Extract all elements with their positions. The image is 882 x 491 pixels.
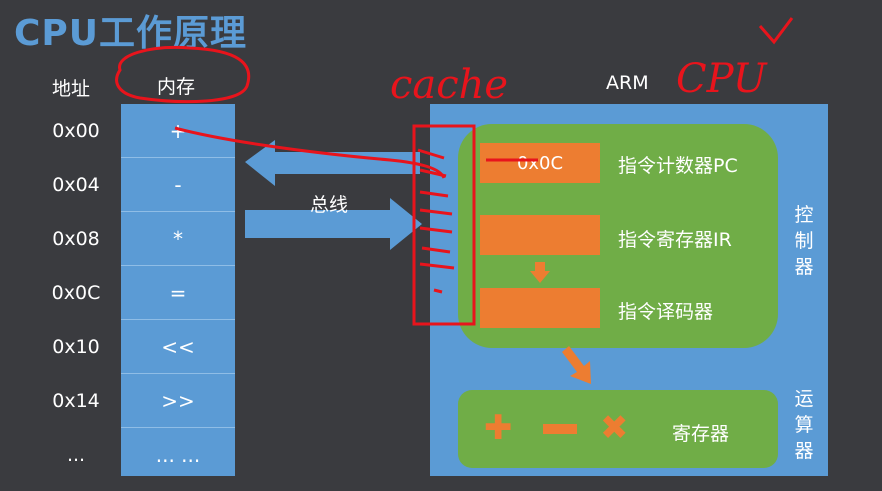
memory-cell: - xyxy=(121,158,235,212)
pc-register-label: 指令计数器PC xyxy=(618,155,738,177)
address-label: 0x10 xyxy=(52,336,100,358)
cache-annotation: cache xyxy=(390,62,509,108)
alu-label: 运算器 xyxy=(794,388,814,462)
memory-cell: = xyxy=(121,266,235,320)
alu-block xyxy=(458,390,778,468)
memory-cell: + xyxy=(121,104,235,158)
ir-register xyxy=(480,215,600,255)
down-arrow-icon xyxy=(530,262,550,283)
address-label: ... xyxy=(66,444,86,466)
memory-header: 内存 xyxy=(157,76,196,98)
check-icon xyxy=(758,17,794,45)
multiply-icon: ✖ xyxy=(600,408,629,448)
bus-arrow-left xyxy=(245,140,420,186)
minus-icon xyxy=(543,424,577,434)
cache-lines xyxy=(417,148,455,294)
alu-register-label: 寄存器 xyxy=(672,423,730,445)
memory-cell: << xyxy=(121,320,235,374)
cpu-label: ARM xyxy=(606,72,649,94)
cpu-annotation: CPU xyxy=(676,56,767,102)
bus-arrow-right xyxy=(245,198,422,250)
address-label: 0x00 xyxy=(52,120,100,142)
address-label: 0x0C xyxy=(51,282,101,304)
address-label: 0x08 xyxy=(52,228,100,250)
cache-box xyxy=(412,124,476,326)
address-label: 0x14 xyxy=(52,390,100,412)
memory-cell: ... ... xyxy=(155,442,201,467)
bus-label: 总线 xyxy=(310,194,349,216)
annotation-circle xyxy=(115,45,251,104)
address-header: 地址 xyxy=(52,78,91,100)
control-to-alu-arrow-icon xyxy=(562,346,591,384)
memory-cell: >> xyxy=(121,374,235,428)
plus-icon: ✚ xyxy=(484,408,513,448)
decoder-register xyxy=(480,288,600,328)
bus-arrows xyxy=(245,140,422,250)
decoder-label: 指令译码器 xyxy=(618,301,714,323)
address-label: 0x04 xyxy=(52,174,100,196)
memory-cell: * xyxy=(121,212,235,266)
ir-register-label: 指令寄存器IR xyxy=(618,229,732,251)
page-title: CPU工作原理 xyxy=(14,13,248,54)
control-unit-label: 控制器 xyxy=(794,204,814,278)
pc-register: 0x0C xyxy=(480,143,600,183)
memory-block: + - * = << >> ... ... xyxy=(121,104,235,476)
annotation-curve xyxy=(174,126,446,179)
